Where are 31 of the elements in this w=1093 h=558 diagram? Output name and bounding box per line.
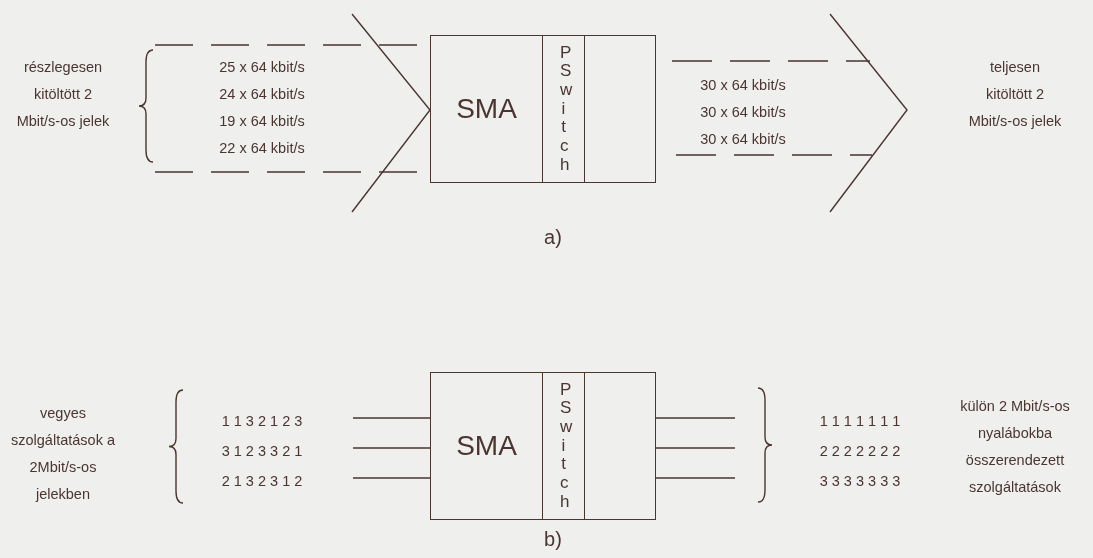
- rate-label: 19 x 64 kbit/s: [219, 112, 305, 131]
- sequence-label: 1 1 3 2 1 2 3: [221, 412, 303, 431]
- block-label: SMA: [456, 93, 517, 125]
- panel-label: b): [544, 527, 562, 552]
- rate-label: 30 x 64 kbit/s: [700, 103, 786, 122]
- sequence-label: 1 1 1 1 1 1 1: [819, 412, 901, 431]
- sequence-label: 3 3 3 3 3 3 3: [819, 472, 901, 491]
- signal-line: [352, 417, 431, 419]
- rate-label: 30 x 64 kbit/s: [700, 76, 786, 95]
- annotation-text: teljesen kitöltött 2 Mbit/s-os jelek: [967, 58, 1063, 131]
- rate-label: 22 x 64 kbit/s: [219, 139, 305, 158]
- signal-line: [352, 447, 431, 449]
- signal-line: [655, 477, 736, 479]
- sequence-label: 2 2 2 2 2 2 2: [819, 442, 901, 461]
- signal-line: [655, 417, 736, 419]
- sequence-label: 3 1 2 3 3 2 1: [221, 442, 303, 461]
- block-label: SMA: [456, 430, 517, 462]
- vertical-label: PSwitch: [559, 43, 578, 175]
- sequence-label: 2 1 3 2 3 1 2: [221, 472, 303, 491]
- rate-label: 24 x 64 kbit/s: [219, 85, 305, 104]
- signal-line: [655, 447, 736, 449]
- process-box: [430, 35, 656, 183]
- process-box: [430, 372, 656, 520]
- signal-line: [352, 477, 431, 479]
- annotation-text: részlegesen kitöltött 2 Mbit/s-os jelek: [15, 58, 111, 131]
- rate-label: 30 x 64 kbit/s: [700, 130, 786, 149]
- annotation-text: külön 2 Mbit/s-os nyalábokba összerendezett szolgáltatások: [959, 397, 1071, 497]
- rate-label: 25 x 64 kbit/s: [219, 58, 305, 77]
- panel-label: a): [544, 225, 562, 250]
- annotation-text: vegyes szolgáltatások a 2Mbit/s-os jelekben: [10, 404, 116, 504]
- vertical-label: PSwitch: [559, 380, 578, 512]
